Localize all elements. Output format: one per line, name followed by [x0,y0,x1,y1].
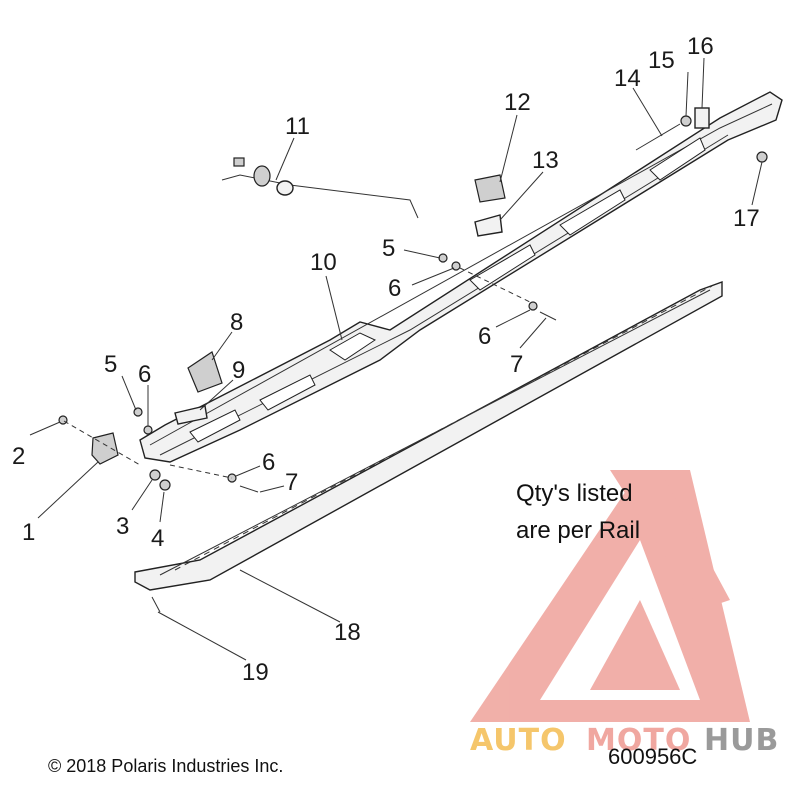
callout-2: 2 [12,443,25,470]
leader-18 [239,569,341,623]
rail-cutout [189,409,241,443]
logo-stroke [610,470,730,610]
callout-11: 11 [285,113,310,140]
leader-5a [121,375,137,411]
callout-6d: 6 [262,449,275,476]
note-line-2: are per Rail [516,517,640,544]
bolt-7-lower [239,485,259,493]
washer-6 [143,425,153,435]
leader-19 [157,611,247,661]
logo-triangle-core [590,600,680,690]
align-line [459,267,531,303]
rail-cutout [559,189,626,236]
screw-19 [151,596,161,613]
rail-assembly [139,91,783,463]
bolt-17 [756,151,768,163]
logo-text-hub: HUB [704,723,779,758]
leader-13 [499,171,544,221]
leader-2 [29,421,61,436]
leader-3 [131,479,153,511]
callout-4: 4 [151,525,164,552]
leader-12 [499,114,518,183]
leader-6c [495,309,531,328]
wear-strip-body [134,281,723,591]
washer-6-mid [528,301,538,311]
leader-10 [325,275,343,341]
callout-9: 9 [232,357,245,384]
callout-7a: 7 [510,351,523,378]
threaded-rod-14 [635,123,681,151]
logo-text-auto: AUTO [470,723,567,758]
leader-9 [199,379,234,411]
logo-text-moto: MOTO [586,723,691,758]
wear-strip [134,281,723,591]
nut-15 [680,115,692,127]
copyright-text: © 2018 Polaris Industries Inc. [48,756,283,776]
bumper-8 [187,351,223,393]
end-cap [91,432,119,465]
wear-strip-teeth [174,285,713,571]
callout-13: 13 [532,147,559,174]
rail-cutout [259,374,316,411]
part-number: 600956C [608,744,697,769]
callout-3: 3 [116,513,129,540]
nut-5-upper [438,253,448,263]
leader-15 [685,71,689,117]
align-line [63,420,141,466]
rail-cutout [329,332,377,361]
leader-11 [275,137,295,181]
rail-cutout [469,244,536,291]
automotohub-logo [470,470,750,722]
callout-14: 14 [614,65,641,92]
leader-6d [235,465,261,477]
align-line [169,464,233,479]
spring-bushing [276,180,294,196]
leader-5b [403,249,441,259]
spring-rod-wire [221,174,419,219]
leader-7b [259,485,285,493]
bolt-7-mid [539,311,557,321]
leader-1 [37,461,99,519]
callout-19: 19 [242,659,269,686]
spring-coil [253,165,271,187]
washer-3 [149,469,161,481]
wear-strip-ridge [159,289,711,576]
leader-7a [519,317,547,349]
callout-1: 1 [22,519,35,546]
callout-5b: 5 [382,235,395,262]
spring-rod [221,157,419,219]
callout-6c: 6 [478,323,491,350]
bolt-2 [58,415,68,425]
callout-16: 16 [687,33,714,60]
callout-6b: 6 [388,275,401,302]
plate-16 [694,107,710,129]
leader-6b [411,267,455,286]
callout-12: 12 [504,89,531,116]
block-12 [474,174,506,203]
callout-7b: 7 [285,469,298,496]
leader-8 [211,331,233,361]
callout-17: 17 [733,205,760,232]
callout-8: 8 [230,309,243,336]
block-13 [474,214,503,237]
leader-4 [159,491,165,523]
callout-6a: 6 [138,361,151,388]
callout-5a: 5 [104,351,117,378]
callout-10: 10 [310,249,337,276]
spring-bolt [233,157,245,167]
callout-15: 15 [648,47,675,74]
leader-17 [751,161,763,206]
nut-4 [159,479,171,491]
spacer-9 [174,405,208,425]
leader-14 [632,87,663,137]
rail-edge-line [149,103,773,446]
rail-cutout [649,137,706,181]
rail-body [139,91,783,463]
leader-16 [701,57,705,109]
callout-18: 18 [334,619,361,646]
note-line-1: Qty's listed [516,480,633,507]
